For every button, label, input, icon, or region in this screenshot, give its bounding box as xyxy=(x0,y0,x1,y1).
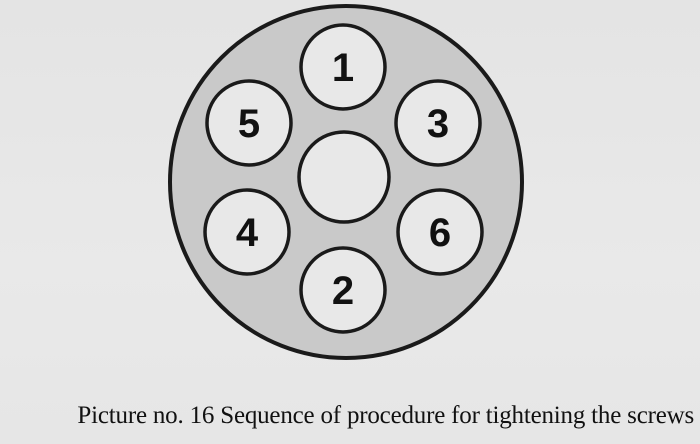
bolt-hole-number: 1 xyxy=(332,46,354,90)
bolt-hole-4: 4 xyxy=(203,188,291,276)
bolt-hole-1: 1 xyxy=(299,23,387,111)
bolt-hole-number: 3 xyxy=(427,102,449,146)
bolt-hole-number: 5 xyxy=(238,102,260,146)
bolt-hole-5: 5 xyxy=(205,79,293,167)
bolt-hole-number: 4 xyxy=(236,211,259,255)
bolt-pattern-diagram: 1 3 6 2 4 5 xyxy=(168,4,524,360)
bolt-hole-2: 2 xyxy=(299,246,387,334)
bolt-hole-6: 6 xyxy=(396,188,484,276)
bolt-hole-number: 2 xyxy=(332,269,354,313)
figure-caption: Picture no. 16 Sequence of procedure for… xyxy=(77,402,694,429)
bolt-hole-3: 3 xyxy=(394,79,482,167)
bolt-hole-number: 6 xyxy=(429,211,451,255)
center-hole xyxy=(297,130,391,224)
